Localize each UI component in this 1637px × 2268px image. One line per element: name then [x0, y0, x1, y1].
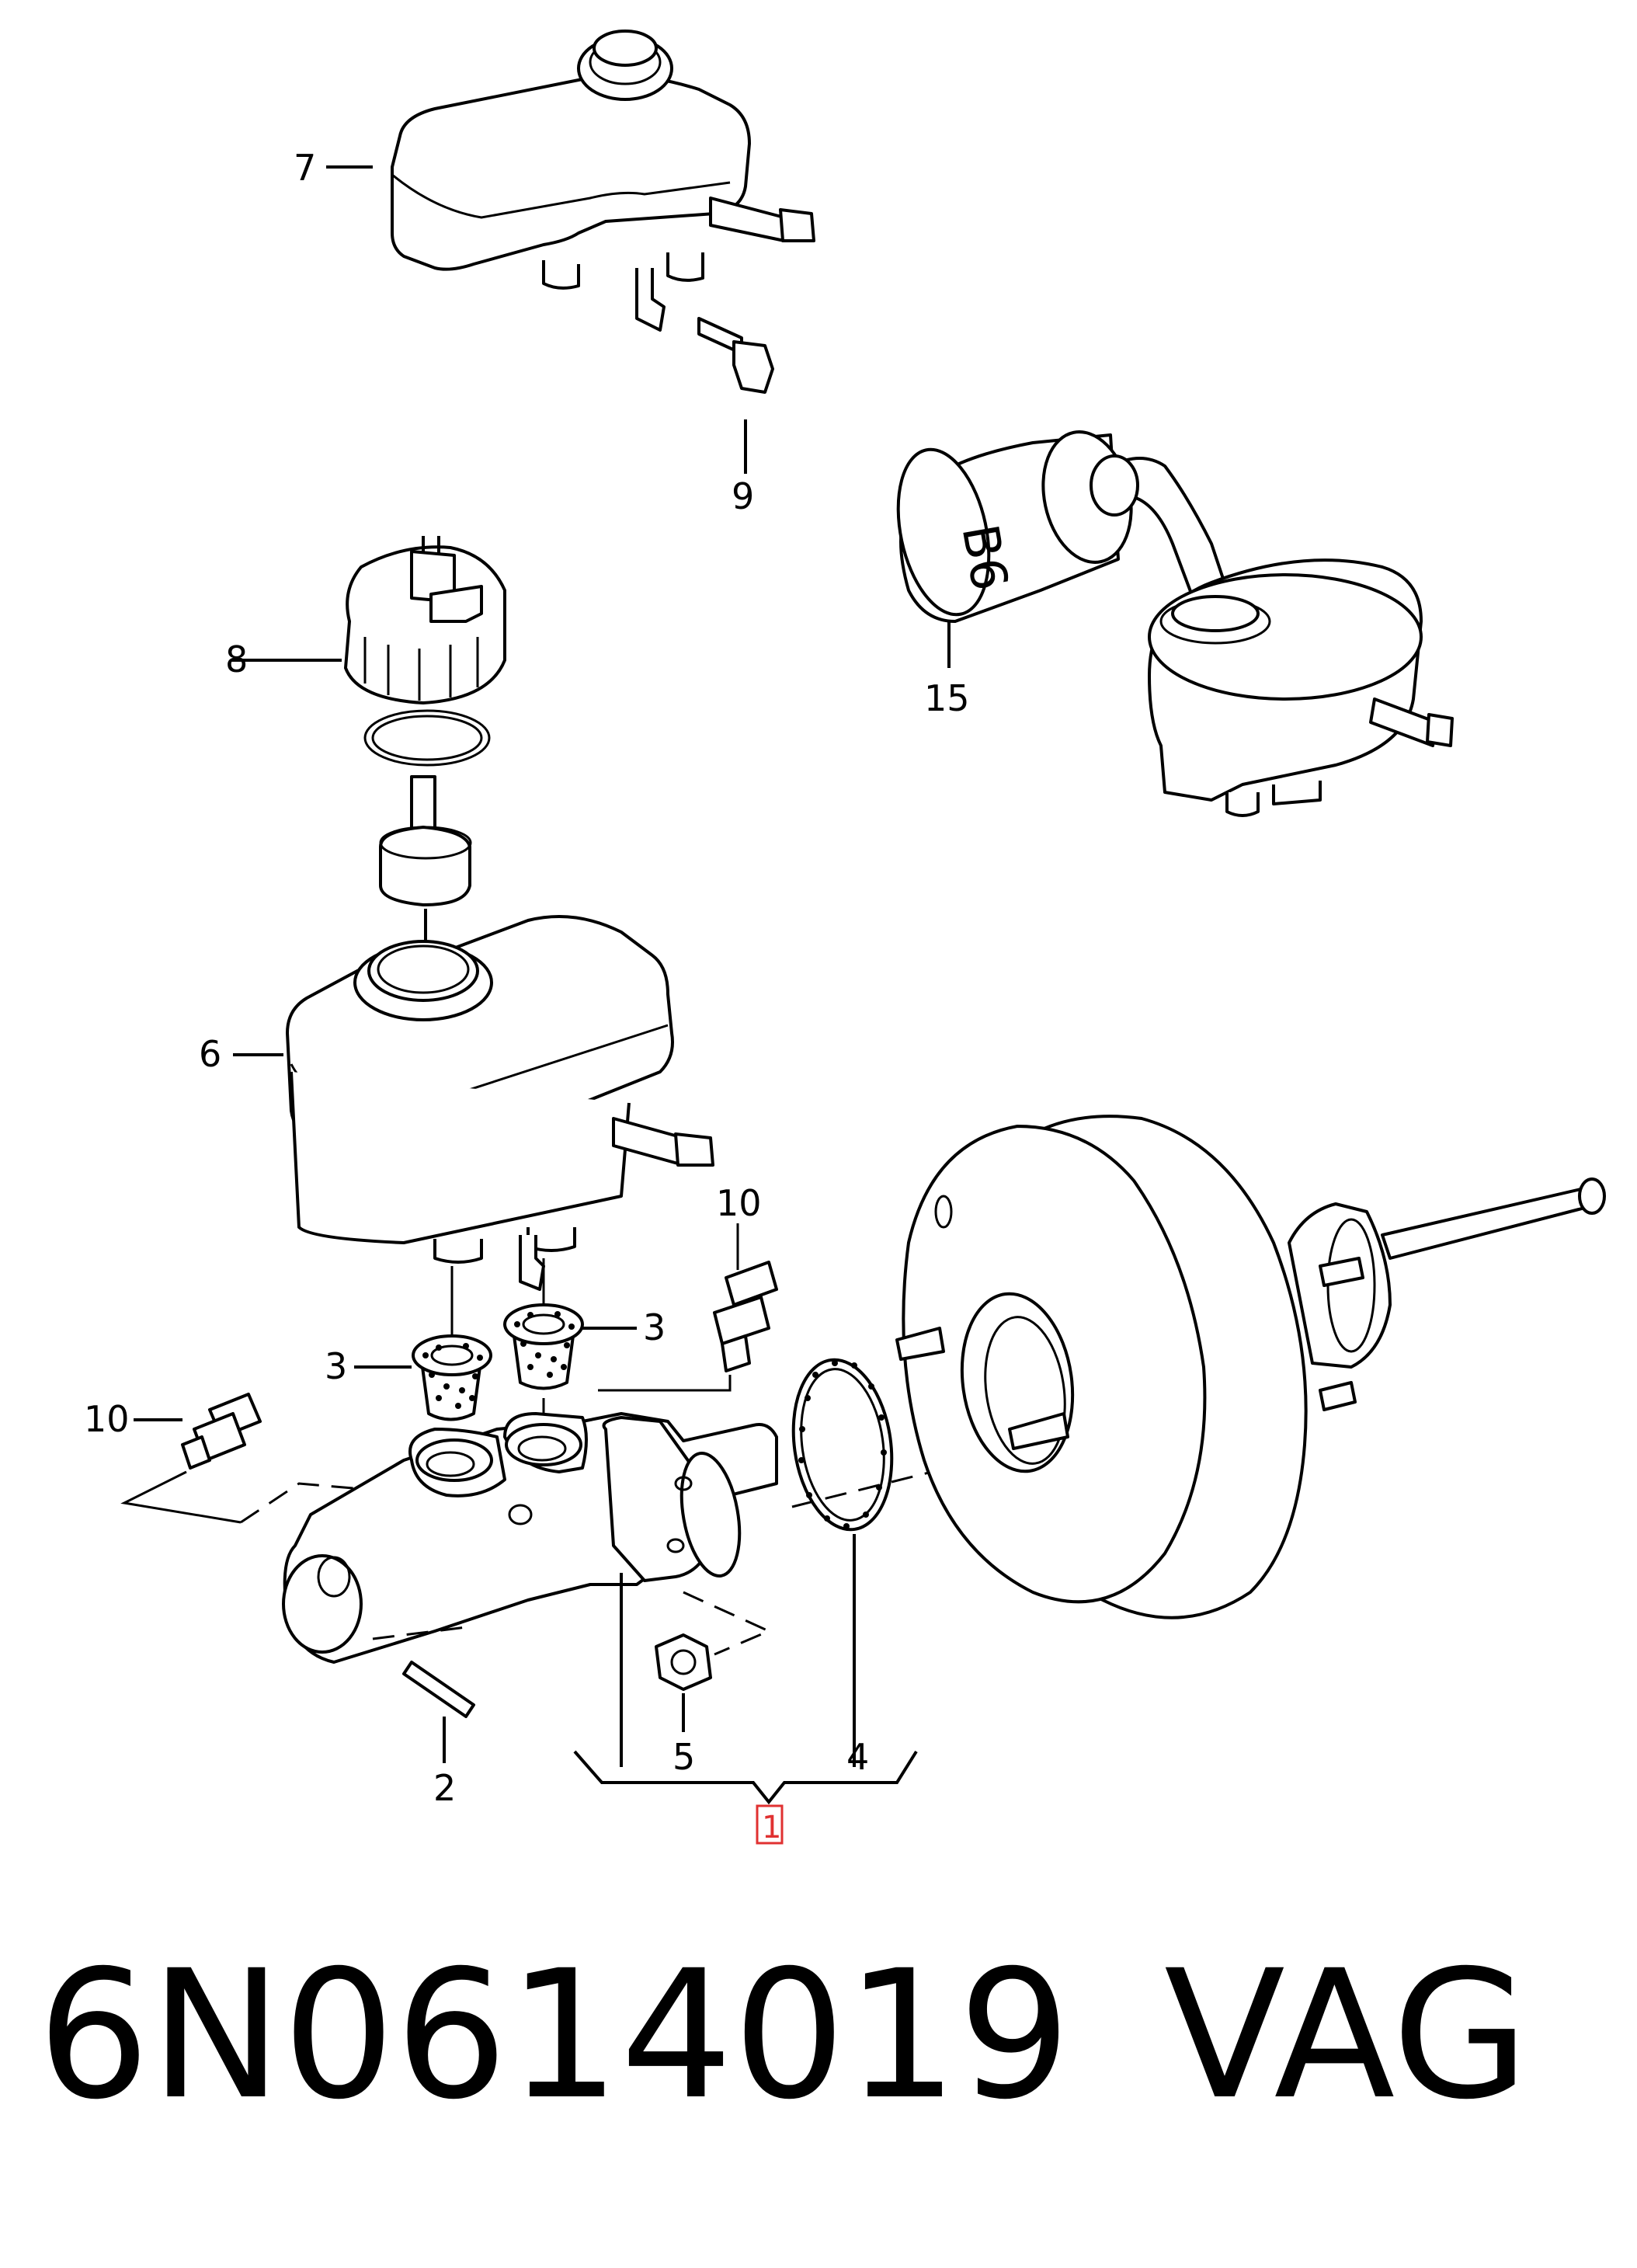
label-7: 7 [294, 147, 316, 189]
label-4: 4 [846, 1736, 869, 1778]
part-footer: 6N0614019 VAG [37, 1932, 1606, 2138]
label-2: 2 [433, 1767, 456, 1809]
label-6: 6 [199, 1033, 221, 1075]
reservoir-upper [391, 30, 815, 332]
booster-small-15: B6 [896, 430, 1454, 817]
pin-2 [402, 1661, 475, 1718]
master-cylinder-1 [282, 1412, 778, 1664]
label-9: 9 [732, 475, 754, 517]
label-10-right: 10 [716, 1182, 762, 1224]
brake-booster-large [895, 1115, 1606, 1619]
label-5: 5 [673, 1736, 695, 1778]
label-10-left: 10 [84, 1398, 130, 1440]
label-15: 15 [924, 677, 970, 719]
booster-can-text: B6 [951, 520, 1019, 595]
switch-10-right [713, 1261, 778, 1372]
brand-name: VAG [1164, 1932, 1530, 2138]
part-1-highlight [756, 1804, 784, 1845]
part-number: 6N0614019 [37, 1932, 1072, 2138]
label-3-left: 3 [325, 1345, 347, 1387]
grommet-3-left [412, 1334, 492, 1421]
nut-5 [655, 1633, 712, 1691]
grommet-3-right [503, 1303, 584, 1390]
label-1: 1 [762, 1810, 781, 1845]
label-8: 8 [225, 638, 248, 680]
switch-10-left [181, 1393, 262, 1470]
gasket-4 [791, 1358, 894, 1532]
bolt-9 [697, 317, 774, 394]
reservoir-cap-8 [344, 536, 506, 906]
label-3-right: 3 [643, 1306, 666, 1348]
reservoir-lower-6 [286, 915, 714, 1291]
